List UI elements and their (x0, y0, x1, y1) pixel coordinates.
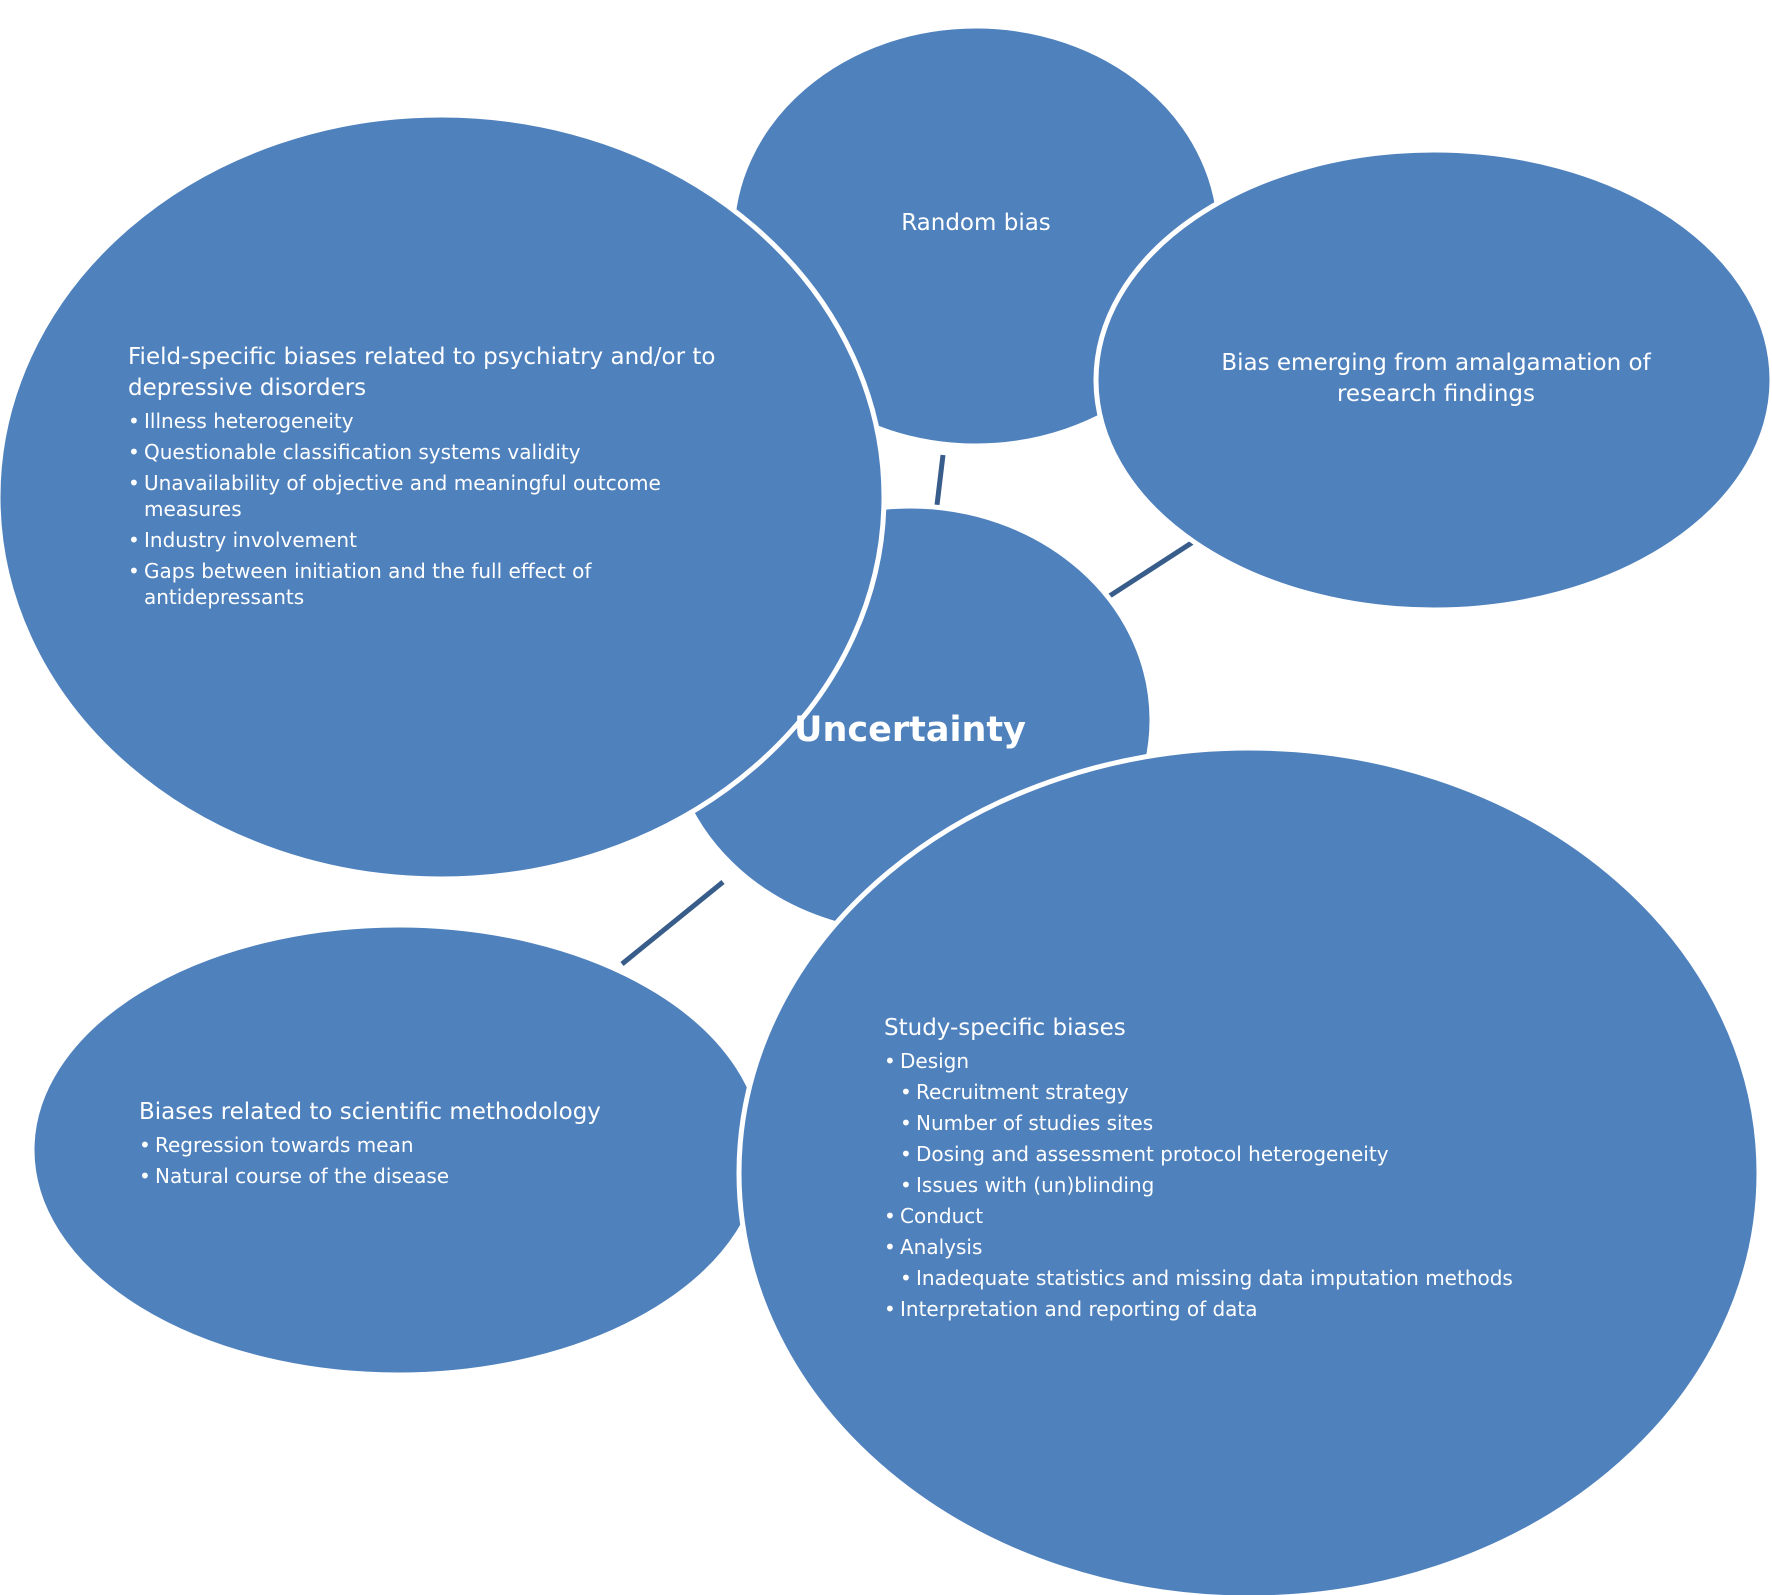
list-item: Recruitment strategy (900, 1079, 1544, 1105)
list-item: Unavailability of objective and meaningf… (128, 470, 738, 522)
list-item: Analysis (884, 1234, 1544, 1260)
connector-methodology (620, 880, 725, 966)
methodology-heading: Biases related to scientific methodology (139, 1099, 601, 1125)
list-item: Inadequate statistics and missing data i… (900, 1265, 1544, 1291)
list-item: Industry involvement (128, 527, 738, 553)
random-bias-label: Random bias (901, 210, 1051, 236)
list-item: Natural course of the disease (139, 1163, 679, 1189)
list-item: Interpretation and reporting of data (884, 1296, 1544, 1322)
study-specific-text: Study-specific biases Design Recruitment… (884, 1013, 1544, 1327)
connector-random (934, 454, 946, 506)
study-specific-heading: Study-specific biases (884, 1015, 1126, 1041)
list-item: Questionable classification systems vali… (128, 439, 738, 465)
list-item: Number of studies sites (900, 1110, 1544, 1136)
list-item: Gaps between initiation and the full eff… (128, 558, 738, 610)
field-specific-text: Field-specific biases related to psychia… (128, 342, 738, 615)
connector-amalgamation (1106, 539, 1195, 600)
center-title: Uncertainty (794, 710, 1026, 750)
list-item: Issues with (un)blinding (900, 1172, 1544, 1198)
list-item: Design (884, 1048, 1544, 1074)
field-specific-heading: Field-specific biases related to psychia… (128, 344, 716, 401)
list-item: Conduct (884, 1203, 1544, 1229)
list-item: Regression towards mean (139, 1132, 679, 1158)
amalgamation-bubble (1093, 147, 1772, 613)
field-specific-list: Illness heterogeneity Questionable class… (128, 408, 738, 610)
methodology-text: Biases related to scientific methodology… (139, 1097, 679, 1194)
study-specific-list: Design Recruitment strategy Number of st… (884, 1048, 1544, 1322)
methodology-list: Regression towards mean Natural course o… (139, 1132, 679, 1189)
amalgamation-label: Bias emerging from amalgamation of resea… (1221, 350, 1651, 407)
list-item: Dosing and assessment protocol heterogen… (900, 1141, 1544, 1167)
list-item: Illness heterogeneity (128, 408, 738, 434)
